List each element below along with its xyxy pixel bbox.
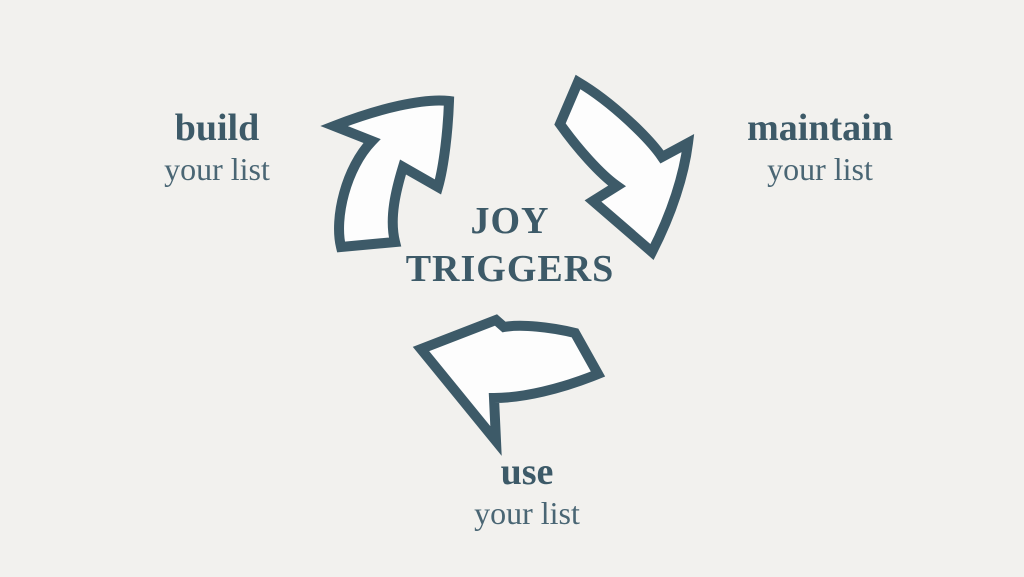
step-build-sublabel: your list [164, 151, 270, 187]
cycle-arrow-up-right-icon [320, 95, 455, 253]
cycle-arrow-left-icon [412, 314, 606, 456]
cycle-arrow-down-right-icon [554, 74, 695, 260]
step-use-sublabel: your list [474, 495, 580, 531]
diagram-title-line1: JOY [470, 200, 550, 242]
step-use: use your list [377, 450, 677, 532]
diagram-title-line2: TRIGGERS [405, 248, 615, 290]
step-maintain: maintain your list [670, 106, 970, 188]
step-use-label: use [500, 451, 554, 493]
step-build: build your list [67, 106, 367, 188]
step-maintain-sublabel: your list [767, 151, 873, 187]
step-build-label: build [174, 107, 260, 149]
step-maintain-label: maintain [747, 107, 893, 149]
diagram-title: JOY TRIGGERS [360, 197, 660, 293]
